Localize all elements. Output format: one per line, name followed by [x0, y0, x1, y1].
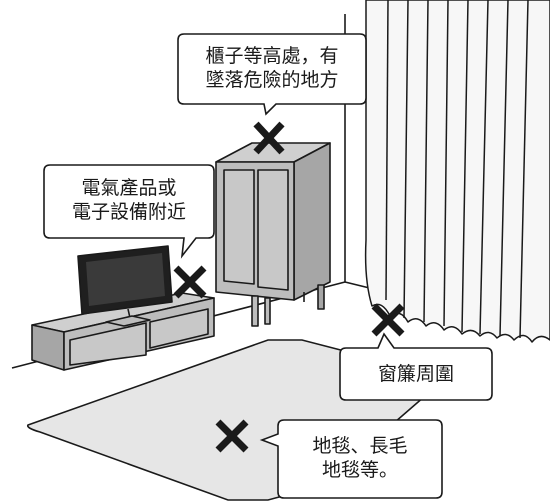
- callout-high-places: 櫃子等高處，有 墜落危險的地方: [178, 44, 366, 92]
- bubble-carpet: [259, 419, 443, 499]
- callout-curtains: 窗簾周圍: [340, 362, 492, 386]
- callout-electronics: 電氣產品或 電子設備附近: [44, 176, 214, 224]
- tv-stand: [31, 292, 215, 371]
- danger-x-mark-icon: [253, 121, 285, 155]
- curtains: [364, 0, 550, 343]
- callout-carpet-line1: 地毯、長毛: [312, 435, 408, 457]
- danger-x-mark-icon: [371, 303, 405, 337]
- cabinet: [215, 142, 331, 327]
- callout-electronics-line1: 電氣產品或: [81, 177, 177, 199]
- television: [77, 245, 173, 327]
- callout-carpet: 地毯、長毛 地毯等。: [278, 434, 442, 482]
- danger-x-mark-icon: [173, 265, 207, 299]
- bubble-curtains: [339, 332, 493, 401]
- callout-carpet-line2: 地毯等。: [321, 459, 398, 481]
- callout-high-places-line2: 墜落危險的地方: [205, 69, 339, 91]
- callout-curtains-line1: 窗簾周圍: [377, 363, 454, 385]
- callout-high-places-line1: 櫃子等高處，有: [205, 45, 339, 67]
- bubble-high-places: [177, 33, 367, 116]
- bubble-electronics: [43, 164, 215, 259]
- danger-x-mark-icon: [215, 419, 249, 453]
- callout-electronics-line2: 電子設備附近: [71, 201, 186, 223]
